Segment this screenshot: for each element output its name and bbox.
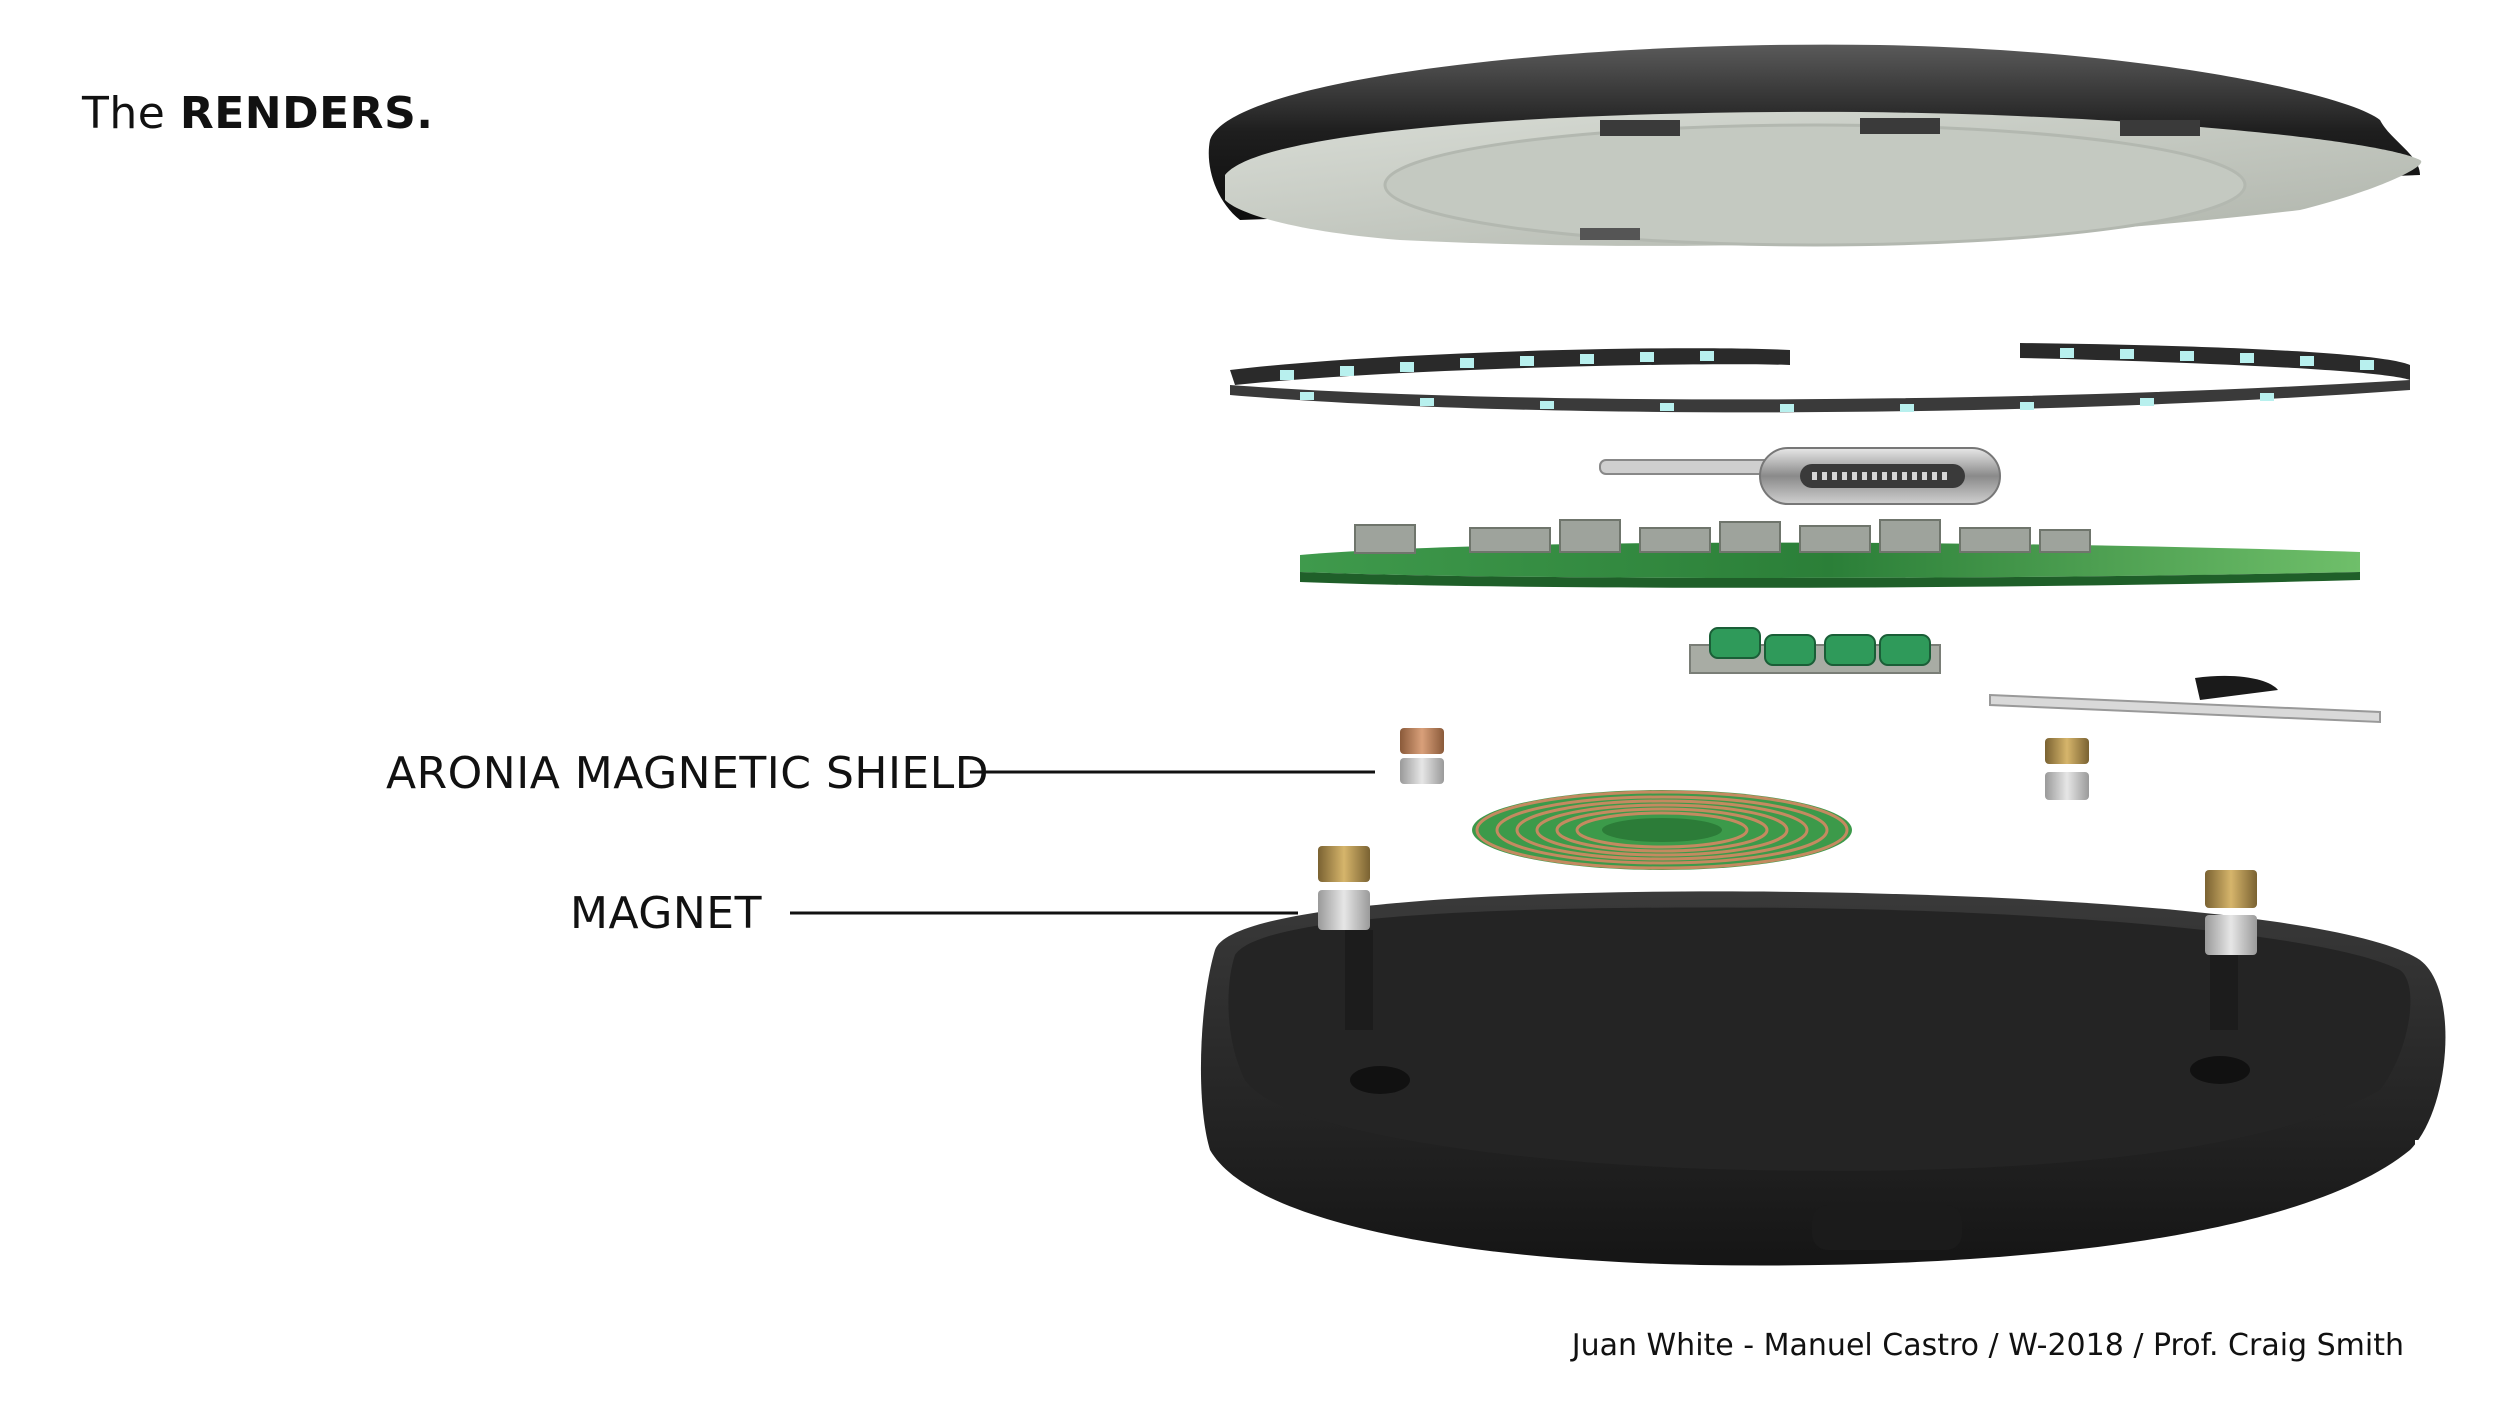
led-ring bbox=[1230, 343, 2410, 413]
top-cover bbox=[1208, 44, 2422, 247]
usb-c-connector bbox=[1599, 447, 2001, 505]
base-case bbox=[1200, 891, 2446, 1266]
callout-label-magnetic-shield: ARONIA MAGNETIC SHIELD bbox=[386, 748, 990, 799]
shield-stack-left bbox=[1400, 728, 1444, 784]
credits-text: Juan White - Manuel Castro / W-2018 / Pr… bbox=[1571, 1328, 2404, 1363]
charging-coil bbox=[1472, 790, 1852, 870]
magnet-stack-left bbox=[1318, 846, 1370, 930]
callout-label-magnet: MAGNET bbox=[570, 888, 762, 939]
page-title: The RENDERS. bbox=[82, 88, 433, 139]
main-pcb bbox=[1300, 519, 2360, 588]
title-emphasis: RENDERS. bbox=[179, 88, 434, 139]
capacitor-cluster bbox=[1689, 627, 1941, 674]
title-prefix: The bbox=[82, 88, 166, 139]
magnet-stack-right bbox=[2205, 870, 2257, 955]
shield-stack-right bbox=[2045, 738, 2089, 800]
secondary-board bbox=[1989, 675, 2381, 724]
